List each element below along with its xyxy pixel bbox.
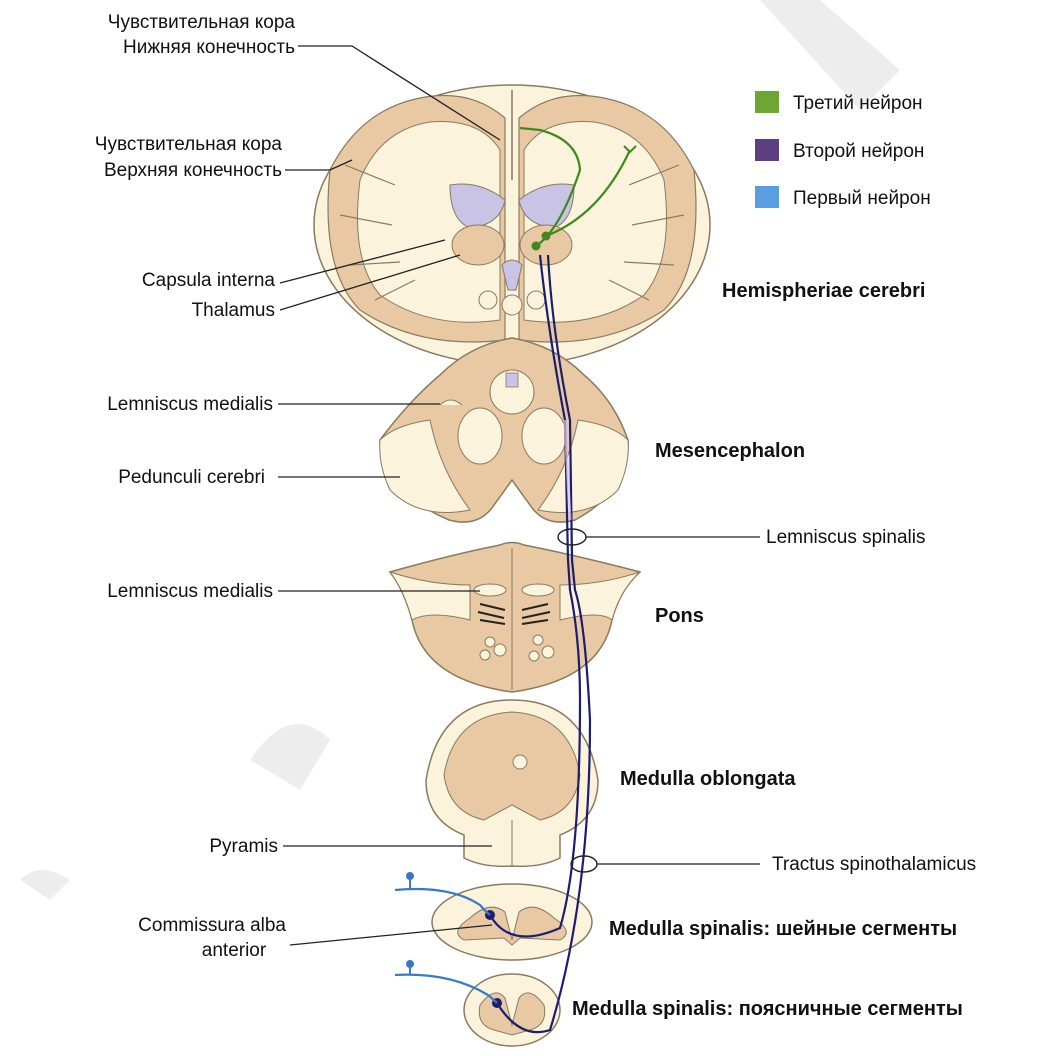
label-pedunculi-cerebri: Pedunculi cerebri xyxy=(118,467,265,488)
mesencephalon-section xyxy=(380,338,629,522)
legend-swatch-third xyxy=(755,91,779,113)
legend: Третий нейрон Второй нейрон Первый нейро… xyxy=(755,91,931,209)
legend-label-second: Второй нейрон xyxy=(793,141,924,162)
legend-label-third: Третий нейрон xyxy=(793,93,923,114)
label-pyramis: Pyramis xyxy=(209,836,278,857)
label-commissura-line1: Commissura alba xyxy=(138,915,286,936)
section-titles: Hemispheriae cerebri Mesencephalon Pons … xyxy=(572,280,963,1020)
right-labels: Lemniscus spinalis Tractus spinothalamic… xyxy=(766,527,976,875)
label-lemniscus-medialis-pons: Lemniscus medialis xyxy=(107,581,273,602)
pons-section xyxy=(390,543,640,693)
title-pons: Pons xyxy=(655,605,704,627)
label-lemniscus-spinalis: Lemniscus spinalis xyxy=(766,527,925,548)
label-lemniscus-medialis-mes: Lemniscus medialis xyxy=(107,394,273,415)
spinal-lumbar-section xyxy=(464,974,560,1046)
legend-label-first: Первый нейрон xyxy=(793,188,931,209)
title-spinal-lumbar: Medulla spinalis: поясничные сегменты xyxy=(572,998,963,1020)
label-capsula-interna: Capsula interna xyxy=(142,270,276,291)
legend-swatch-second xyxy=(755,139,779,161)
label-cortex-lower-line2: Нижняя конечность xyxy=(123,37,295,58)
label-cortex-lower-line1: Чувствительная кора xyxy=(108,12,296,33)
brain-hemispheres-section xyxy=(314,85,710,365)
label-cortex-upper-line2: Верхняя конечность xyxy=(104,160,282,181)
medulla-oblongata-section xyxy=(426,700,598,866)
title-medulla-oblongata: Medulla oblongata xyxy=(620,768,796,790)
title-spinal-cervical: Medulla spinalis: шейные сегменты xyxy=(609,918,957,940)
label-thalamus: Thalamus xyxy=(192,300,275,321)
label-tractus-spinothalamicus: Tractus spinothalamicus xyxy=(772,854,976,875)
label-commissura-line2: anterior xyxy=(202,940,267,961)
label-cortex-upper-line1: Чувствительная кора xyxy=(95,134,283,155)
left-labels: Чувствительная кора Нижняя конечность Чу… xyxy=(95,12,296,961)
legend-swatch-first xyxy=(755,186,779,208)
title-hemispheres: Hemispheriae cerebri xyxy=(722,280,925,302)
title-mesencephalon: Mesencephalon xyxy=(655,440,805,462)
